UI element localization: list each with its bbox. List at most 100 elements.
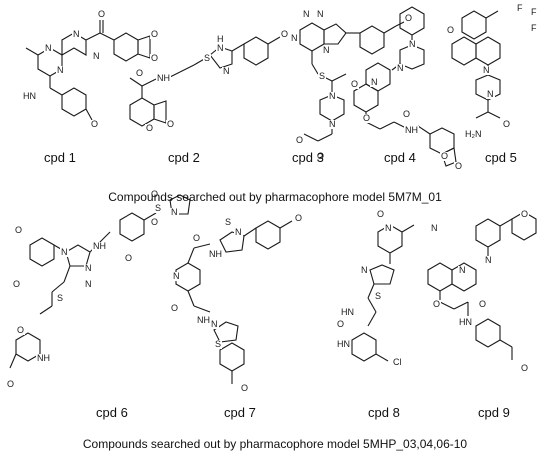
- compound-7-structure: [175, 220, 293, 384]
- compound-1-label: cpd 1: [44, 150, 76, 165]
- atom-label: HN: [22, 91, 37, 101]
- compound-6-structure: [9, 194, 191, 369]
- atom-label: O: [135, 68, 145, 78]
- atom-label: NH: [208, 249, 223, 259]
- atom-label: O: [478, 299, 488, 309]
- atom-label: O: [404, 13, 414, 23]
- atom-label: S: [203, 53, 212, 63]
- atom-label: N: [72, 29, 81, 39]
- atom-label: HN: [340, 307, 355, 317]
- atom-label: O: [520, 363, 530, 373]
- atom-label: N: [170, 207, 179, 217]
- atom-label: S: [224, 217, 233, 227]
- atom-label: O: [295, 135, 305, 145]
- atom-label: N: [84, 279, 93, 289]
- atom-label: O: [446, 25, 456, 35]
- compound-8-structure: [351, 224, 415, 362]
- compound-9-structure: [427, 211, 537, 360]
- atom-label: N: [44, 43, 53, 53]
- atom-label: O: [166, 119, 176, 129]
- atom-label: N: [234, 227, 243, 237]
- compound-9-label: cpd 9: [478, 405, 510, 420]
- atom-label: F: [530, 7, 538, 17]
- atom-label: N: [328, 91, 337, 101]
- atom-label: O: [124, 253, 134, 263]
- atom-label: N: [316, 9, 325, 19]
- atom-label: O: [440, 151, 450, 161]
- atom-label: F: [530, 23, 538, 33]
- atom-label: N: [384, 223, 393, 233]
- caption-bottom: Compounds searched out by pharmacophore …: [82, 437, 468, 451]
- atom-label: O: [520, 209, 530, 219]
- atom-label: O: [12, 279, 22, 289]
- atom-label: N: [216, 43, 225, 53]
- atom-label: N: [370, 77, 379, 87]
- atom-label: S: [374, 291, 383, 301]
- atom-label: O: [170, 303, 180, 313]
- atom-label: N: [322, 45, 331, 55]
- atom-label: F: [516, 3, 524, 13]
- caption-top: Compounds searched out by pharmacophore …: [108, 190, 442, 204]
- atom-label: NH: [404, 125, 419, 135]
- compound-1-structure: [25, 20, 151, 121]
- atom-label: O: [294, 213, 304, 223]
- atom-label: H₂N: [464, 129, 483, 139]
- atom-label: O: [402, 109, 412, 119]
- atom-label: N: [302, 9, 311, 19]
- atom-label: N: [328, 119, 337, 129]
- atom-label: N: [60, 247, 69, 257]
- atom-label: O: [150, 189, 160, 199]
- compound-7-label: cpd 7: [224, 405, 256, 420]
- atom-label: O: [376, 209, 386, 219]
- atom-label: Cl: [392, 357, 403, 367]
- atom-label: N: [210, 319, 219, 329]
- atom-label: O: [14, 225, 24, 235]
- atom-label: S: [56, 293, 65, 303]
- atom-label: N: [486, 89, 495, 99]
- atom-label: HN: [458, 317, 473, 327]
- atom-label: O: [6, 379, 16, 389]
- atom-label: O: [454, 161, 464, 171]
- atom-label: NH: [196, 315, 211, 325]
- compound-5-structure: [451, 10, 501, 119]
- atom-label: NH: [156, 73, 171, 83]
- atom-label: O: [90, 119, 100, 129]
- atom-label: N: [222, 66, 231, 76]
- compound-5-label: cpd 5: [485, 150, 517, 165]
- atom-label: N: [92, 51, 101, 61]
- atom-label: O: [150, 217, 160, 227]
- atom-label: N: [396, 63, 405, 73]
- atom-label: S: [214, 339, 223, 349]
- atom-label: O: [502, 119, 512, 129]
- atom-label: O: [150, 53, 160, 63]
- atom-label: HN: [336, 339, 351, 349]
- atom-label: O: [145, 123, 155, 133]
- atom-label: NH: [92, 241, 107, 251]
- atom-label: N: [458, 265, 467, 275]
- compound-3-label: cpd 3: [292, 150, 324, 165]
- atom-label: S: [318, 71, 327, 81]
- atom-label: S: [154, 203, 163, 213]
- atom-label: N: [290, 33, 299, 43]
- compound-3-structure: [299, 18, 411, 142]
- atom-label: N: [484, 255, 493, 265]
- atom-label: N: [430, 223, 439, 233]
- atom-label: N: [408, 39, 417, 49]
- atom-label: N: [56, 65, 65, 75]
- atom-label: O: [362, 113, 372, 123]
- atom-label: N: [84, 263, 93, 273]
- atom-label: O: [150, 29, 160, 39]
- atom-label: H: [216, 34, 225, 44]
- compound-4-label: cpd 4: [384, 150, 416, 165]
- compound-8-label: cpd 8: [368, 405, 400, 420]
- compound-6-label: cpd 6: [96, 405, 128, 420]
- atom-label: O: [192, 233, 202, 243]
- atom-label: NH: [36, 353, 51, 363]
- compound-2-structure: [129, 36, 281, 127]
- atom-label: O: [240, 383, 250, 393]
- atom-label: O: [280, 29, 290, 39]
- atom-label: O: [350, 79, 360, 89]
- atom-label: O: [432, 299, 442, 309]
- atom-label: O: [97, 9, 107, 19]
